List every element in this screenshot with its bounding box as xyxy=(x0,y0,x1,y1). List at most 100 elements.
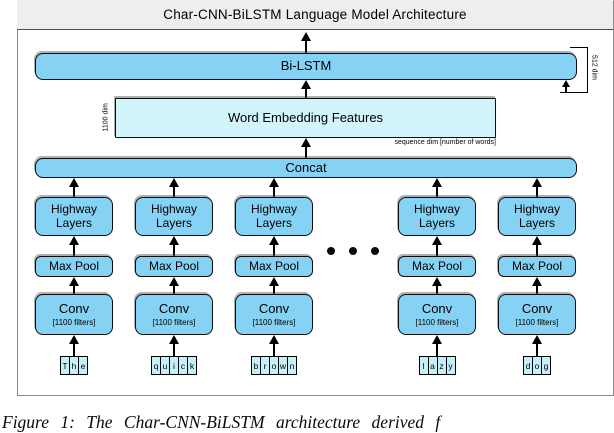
conv-box: Conv [1100 filters] xyxy=(498,294,576,335)
column-dog: Highway Layers Max Pool Conv [1100 filte… xyxy=(498,178,576,378)
arrow-conv-to-maxpool xyxy=(269,277,279,294)
arrow-word-to-conv xyxy=(269,335,279,356)
conv-box: Conv [1100 filters] xyxy=(235,294,313,335)
arrow-highway-to-concat xyxy=(532,178,542,197)
highway-label-line1: Highway xyxy=(150,201,198,216)
arrow-wef-to-bilstm xyxy=(301,80,311,98)
arrow-up-icon xyxy=(169,277,179,286)
arrow-highway-to-concat xyxy=(69,178,79,197)
arrow-up-icon xyxy=(532,178,542,187)
conv-label: Conv xyxy=(258,301,290,317)
highway-label-line2: Layers xyxy=(518,215,556,230)
bilstm-label: Bi-LSTM xyxy=(280,58,332,74)
arrow-up-icon xyxy=(269,236,279,245)
arrow-concat-to-wef xyxy=(301,138,311,158)
maxpool-box: Max Pool xyxy=(35,256,113,277)
word-token-brown: b r o w n xyxy=(235,356,313,375)
conv-filters-label: [1100 filters] xyxy=(415,317,459,327)
maxpool-label: Max Pool xyxy=(511,258,563,273)
char-cell: n xyxy=(287,356,297,375)
arrow-bilstm-dim xyxy=(561,80,571,93)
conv-label: Conv xyxy=(58,301,90,317)
arrow-up-icon xyxy=(69,236,79,245)
arrow-up-icon xyxy=(169,178,179,187)
arrow-up-icon xyxy=(432,277,442,286)
arrow-up-icon xyxy=(532,335,542,344)
conv-filters-label: [1100 filters] xyxy=(52,317,96,327)
arrow-up-icon xyxy=(432,236,442,245)
word-embedding-box: Word Embedding Features xyxy=(115,98,496,138)
word-token-the: T h e xyxy=(35,356,113,375)
highway-label-line2: Layers xyxy=(155,215,193,230)
arrow-highway-to-concat xyxy=(169,178,179,197)
arrow-up-icon xyxy=(301,80,311,89)
arrow-conv-to-maxpool xyxy=(432,277,442,294)
word-token-dog: d o g xyxy=(498,356,576,375)
maxpool-box: Max Pool xyxy=(398,256,476,277)
highway-label-line1: Highway xyxy=(413,201,461,216)
conv-filters-label: [1100 filters] xyxy=(515,317,559,327)
char-cell: e xyxy=(78,356,88,375)
column-quick: Highway Layers Max Pool Conv [1100 filte… xyxy=(135,178,213,378)
arrow-highway-to-concat xyxy=(269,178,279,197)
arrow-maxpool-to-highway xyxy=(532,236,542,256)
maxpool-label: Max Pool xyxy=(48,258,100,273)
arrow-highway-to-concat xyxy=(432,178,442,197)
arrow-up-icon xyxy=(301,32,311,41)
arrow-conv-to-maxpool xyxy=(69,277,79,294)
diagram-title: Char-CNN-BiLSTM Language Model Architect… xyxy=(163,7,467,22)
arrow-bilstm-output xyxy=(301,32,311,53)
wef-dim-label: 1100 dim xyxy=(102,103,110,132)
arrow-word-to-conv xyxy=(69,335,79,356)
char-cell: g xyxy=(541,356,551,375)
arrow-maxpool-to-highway xyxy=(169,236,179,256)
highway-box: Highway Layers xyxy=(35,197,113,236)
bilstm-dim-label: 512 dim xyxy=(590,55,598,80)
diagram-title-bar: Char-CNN-BiLSTM Language Model Architect… xyxy=(17,0,613,30)
highway-label-line2: Layers xyxy=(418,215,456,230)
conv-label: Conv xyxy=(158,301,190,317)
arrow-up-icon xyxy=(69,335,79,344)
arrow-up-icon xyxy=(69,277,79,286)
conv-box: Conv [1100 filters] xyxy=(135,294,213,335)
arrow-up-icon xyxy=(562,80,570,87)
maxpool-label: Max Pool xyxy=(248,258,300,273)
highway-label-line2: Layers xyxy=(55,215,93,230)
figure-caption: Figure 1: The Char-CNN-BiLSTM architectu… xyxy=(2,412,441,432)
conv-label: Conv xyxy=(421,301,453,317)
highway-label-line2: Layers xyxy=(255,215,293,230)
arrow-maxpool-to-highway xyxy=(69,236,79,256)
word-token-quick: q u i c k xyxy=(135,356,213,375)
conv-label: Conv xyxy=(521,301,553,317)
arrow-word-to-conv xyxy=(169,335,179,356)
arrow-up-icon xyxy=(432,178,442,187)
highway-box: Highway Layers xyxy=(498,197,576,236)
highway-box: Highway Layers xyxy=(235,197,313,236)
arrow-conv-to-maxpool xyxy=(532,277,542,294)
arrow-maxpool-to-highway xyxy=(432,236,442,256)
word-embedding-label: Word Embedding Features xyxy=(227,109,384,125)
arrow-up-icon xyxy=(169,236,179,245)
arrow-up-icon xyxy=(269,335,279,344)
arrow-up-icon xyxy=(169,335,179,344)
conv-filters-label: [1100 filters] xyxy=(152,317,196,327)
arrow-up-icon xyxy=(532,277,542,286)
arrow-maxpool-to-highway xyxy=(269,236,279,256)
highway-box: Highway Layers xyxy=(398,197,476,236)
highway-label-line1: Highway xyxy=(50,201,98,216)
maxpool-label: Max Pool xyxy=(411,258,463,273)
maxpool-box: Max Pool xyxy=(498,256,576,277)
arrow-word-to-conv xyxy=(432,335,442,356)
concat-label: Concat xyxy=(285,159,327,175)
concat-box: Concat xyxy=(35,158,577,178)
highway-box: Highway Layers xyxy=(135,197,213,236)
column-the: Highway Layers Max Pool Conv [1100 filte… xyxy=(35,178,113,378)
maxpool-box: Max Pool xyxy=(235,256,313,277)
highway-label-line1: Highway xyxy=(250,201,298,216)
arrow-up-icon xyxy=(269,277,279,286)
conv-box: Conv [1100 filters] xyxy=(398,294,476,335)
column-brown: Highway Layers Max Pool Conv [1100 filte… xyxy=(235,178,313,378)
bilstm-box: Bi-LSTM xyxy=(35,53,577,80)
arrow-conv-to-maxpool xyxy=(169,277,179,294)
maxpool-box: Max Pool xyxy=(135,256,213,277)
